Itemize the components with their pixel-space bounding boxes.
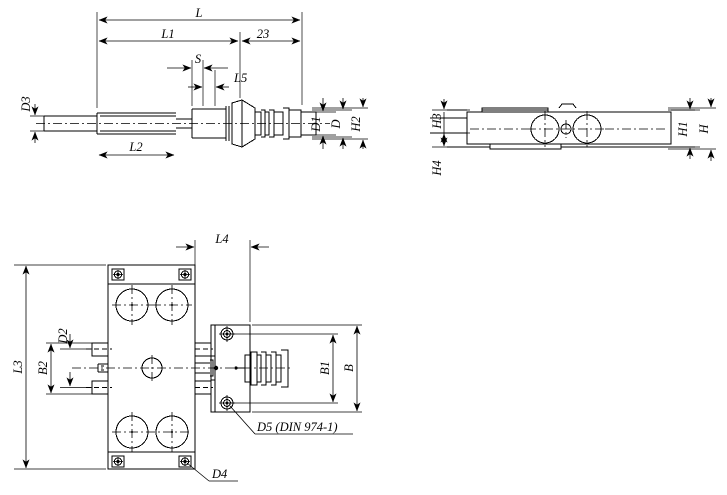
dim-label-S: S <box>195 52 202 66</box>
dim-label-L5: L5 <box>233 71 247 85</box>
dim-label-D1: D1 <box>309 116 323 132</box>
dim-H3: H3 <box>430 99 470 145</box>
dim-label-H1: H1 <box>676 121 690 137</box>
dim-H1: H1 <box>668 98 700 159</box>
screw-bottom-left <box>111 455 125 468</box>
dim-L4: L4 <box>176 232 269 325</box>
dim-S: S <box>167 52 228 106</box>
dim-label-23: 23 <box>257 27 270 41</box>
coupling-housing <box>72 324 292 413</box>
dim-label-D3: D3 <box>19 96 33 112</box>
dim-label-L4: L4 <box>214 232 228 246</box>
nipple-plan <box>244 349 289 388</box>
callout-label-d4: D4 <box>211 467 227 481</box>
dim-B1: B1 <box>229 333 338 404</box>
dim-label-B1: B1 <box>318 361 332 375</box>
dim-label-D: D <box>329 119 343 129</box>
view-plan: L4 L3 B2 D2 B1 <box>11 232 362 482</box>
shaft-outline <box>36 99 330 148</box>
dim-L2: L2 <box>98 140 175 159</box>
dim-label-H: H <box>697 124 711 135</box>
dim-label-H4: H4 <box>430 160 444 176</box>
dim-label-H3: H3 <box>430 113 444 129</box>
view-right-elevation: H3 H4 H1 H <box>430 98 716 177</box>
dim-label-L2: L2 <box>128 140 142 154</box>
view-front-elevation: L L1 23 S L5 L2 <box>19 6 368 159</box>
dim-label-L1: L1 <box>160 27 174 41</box>
dim-label-L: L <box>195 6 203 20</box>
dim-D3: D3 <box>19 96 62 143</box>
dim-B2: B2 <box>36 342 92 395</box>
dim-L3: L3 <box>11 264 106 470</box>
dim-label-H2: H2 <box>349 116 363 132</box>
dim-B: B <box>252 324 362 413</box>
dim-L: L <box>96 6 303 108</box>
dim-H4: H4 <box>430 112 470 177</box>
screw-top-right <box>178 268 192 281</box>
dim-L5: L5 <box>188 70 247 106</box>
screw-bottom-right <box>178 455 192 468</box>
side-stem-right <box>194 342 216 395</box>
large-bores <box>112 285 192 452</box>
dim-H: H <box>668 98 716 161</box>
screw-top-left <box>111 268 125 281</box>
dim-label-B2: B2 <box>36 361 50 375</box>
base-plate-outline <box>107 264 196 470</box>
corner-screws <box>111 268 192 468</box>
dim-D: D <box>312 98 352 149</box>
dim-L1: L1 <box>98 27 241 98</box>
dim-D2: D2 <box>56 328 92 388</box>
callout-label-d5: D5 (DIN 974-1) <box>256 420 338 434</box>
clamp-body-profile <box>430 103 695 150</box>
callout-D4: D4 <box>186 462 238 482</box>
dim-D1: D1 <box>309 98 336 149</box>
dim-23: 23 <box>241 27 301 45</box>
dim-H2: H2 <box>312 98 368 149</box>
dim-label-B: B <box>342 364 356 372</box>
callout-D5: D5 (DIN 974-1) <box>229 405 353 435</box>
dim-label-L3: L3 <box>11 360 25 374</box>
dim-label-D2: D2 <box>56 328 70 344</box>
